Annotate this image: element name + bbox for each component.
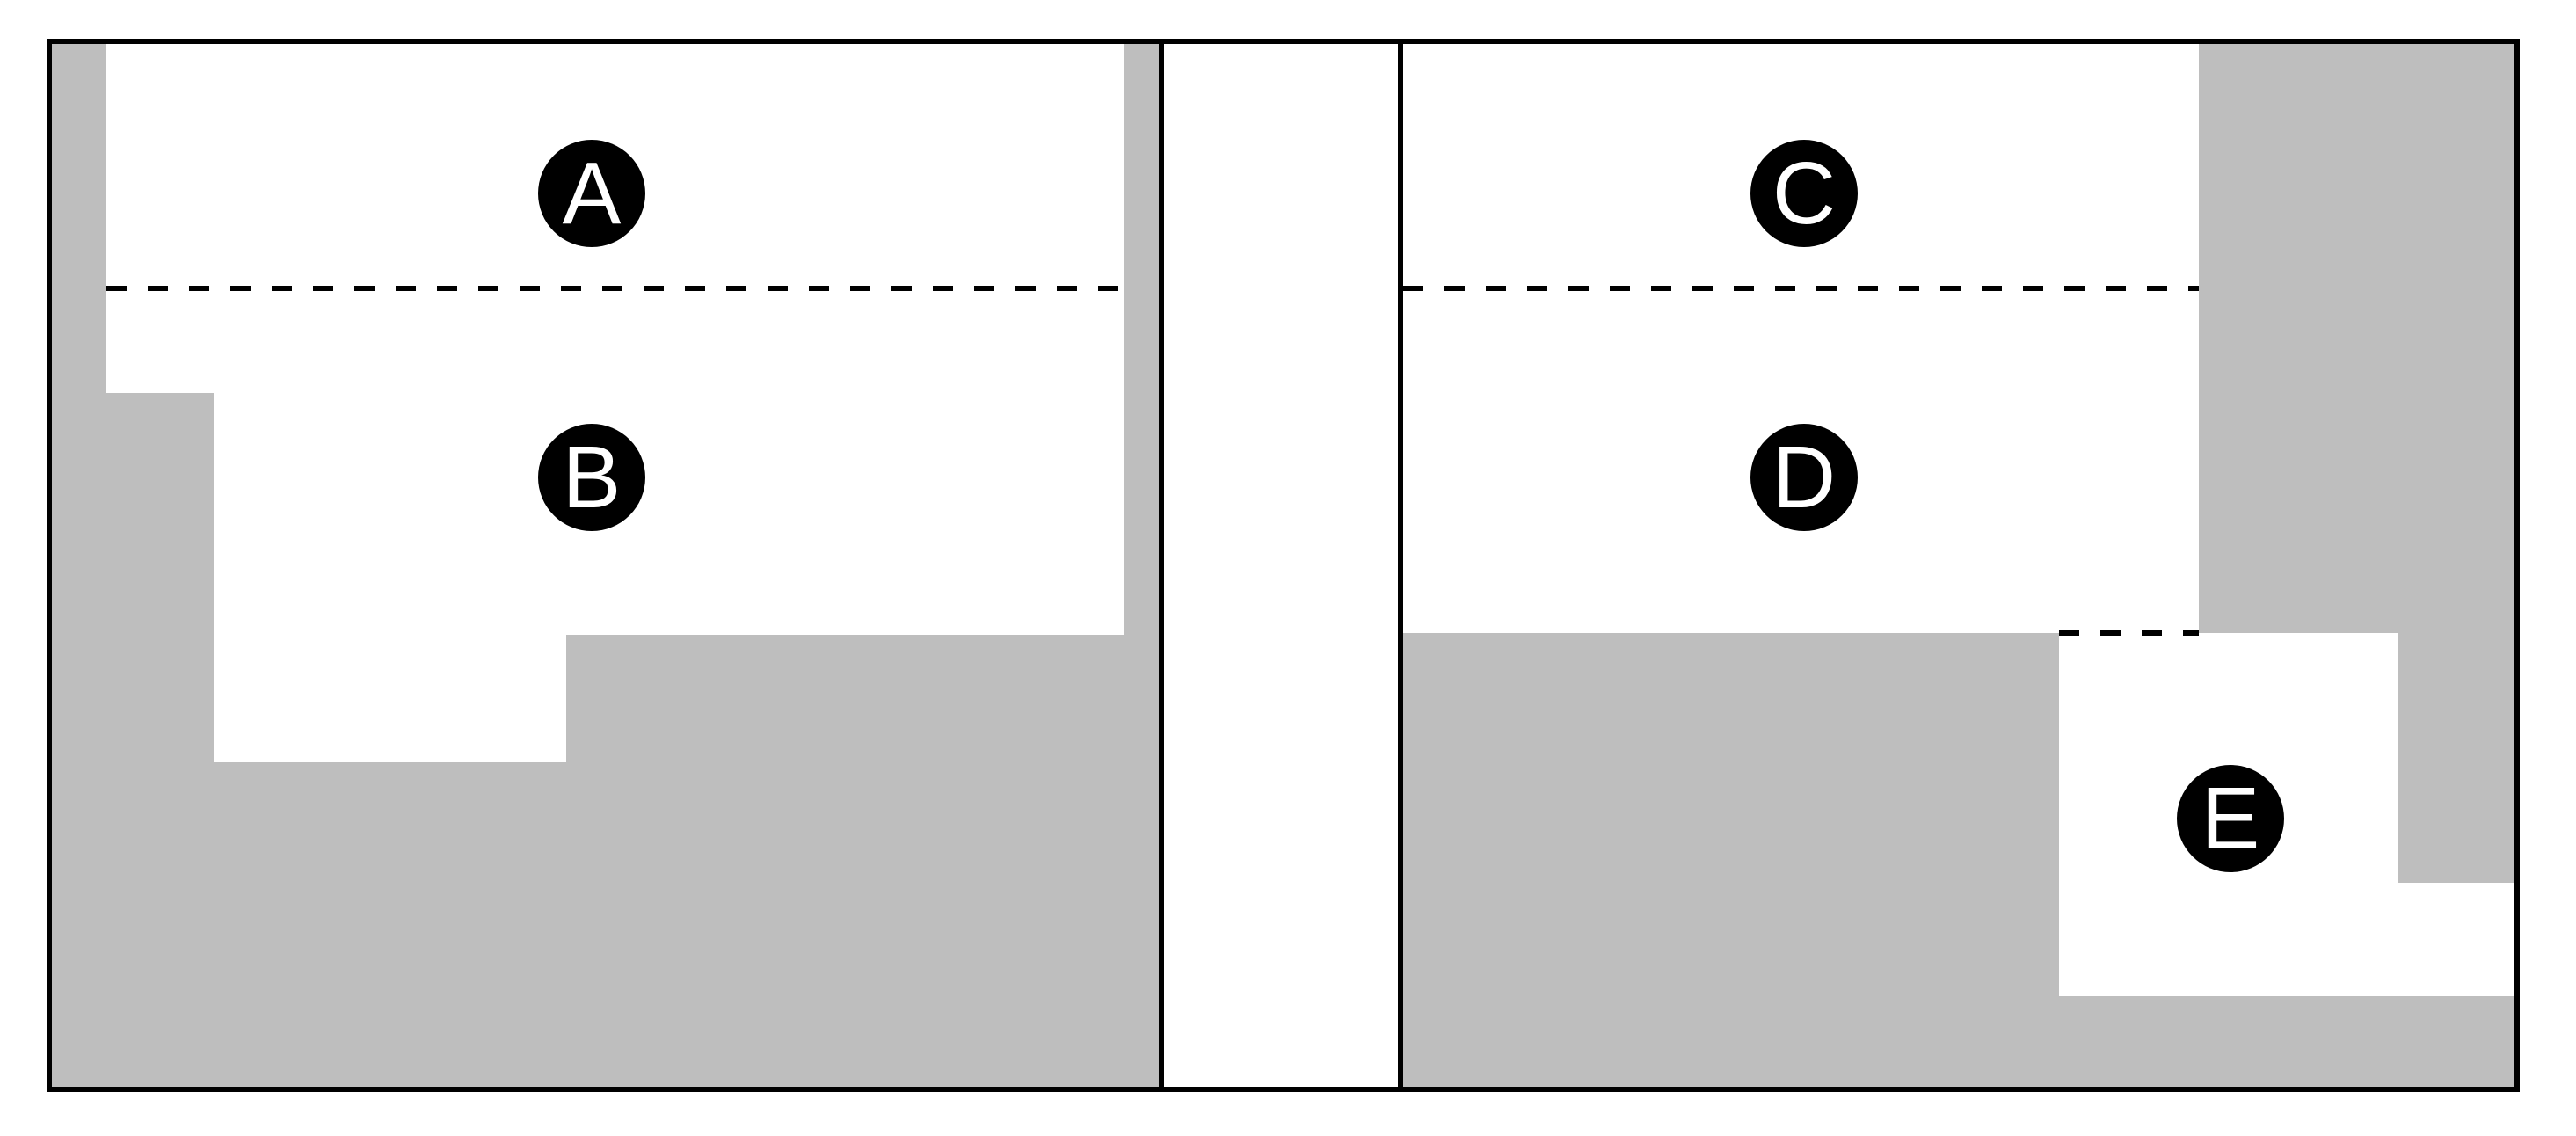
label-text-d: D (1772, 428, 1836, 527)
label-circle-b (538, 424, 645, 531)
label-marker-b: B (538, 424, 645, 531)
label-circle-d (1750, 424, 1858, 531)
right-panel: C D E (1401, 44, 2514, 1087)
right-panel-shaded-area-upper (2199, 44, 2514, 883)
figure-border (47, 39, 2520, 1092)
right-panel-shaded-area-lower (1401, 633, 2514, 1087)
label-marker-c: C (1750, 140, 1858, 247)
label-circle-c (1750, 140, 1858, 247)
label-marker-e: E (2177, 765, 2284, 872)
label-text-c: C (1772, 144, 1836, 243)
label-text-b: B (563, 428, 622, 527)
label-text-e: E (2201, 769, 2260, 868)
label-marker-d: D (1750, 424, 1858, 531)
label-marker-a: A (538, 140, 645, 247)
label-circle-e (2177, 765, 2284, 872)
label-text-a: A (563, 144, 622, 243)
label-circle-a (538, 140, 645, 247)
left-panel-shaded-area (52, 44, 1161, 1087)
left-panel: A B (52, 44, 1161, 1087)
